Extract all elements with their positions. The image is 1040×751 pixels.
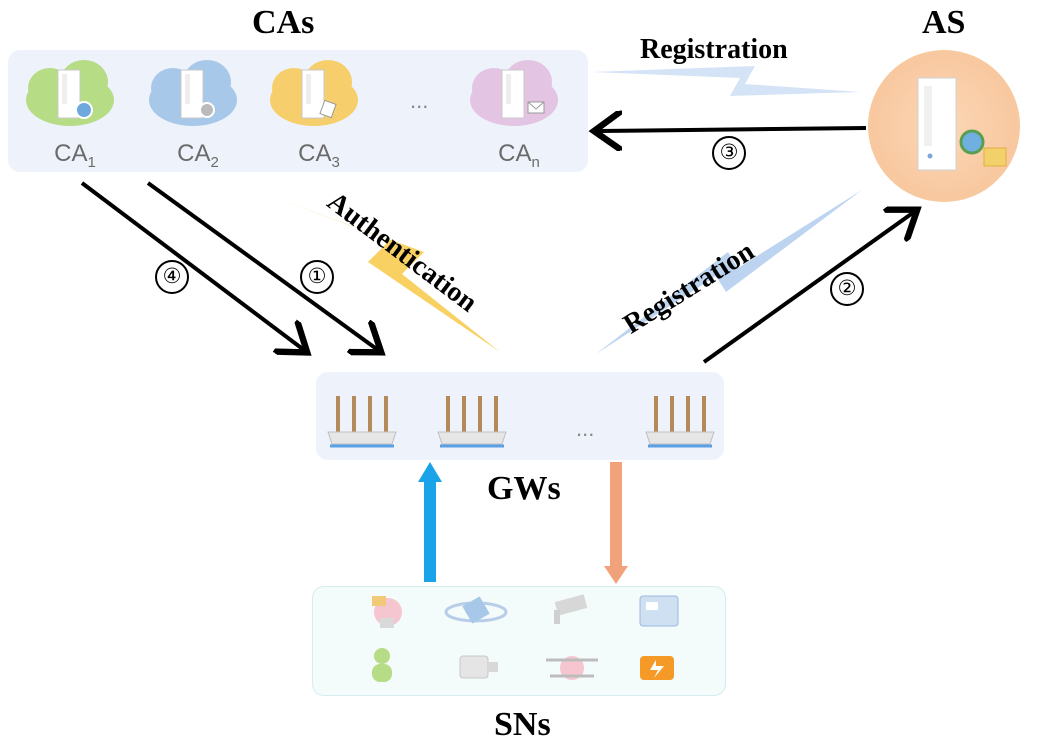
step-number-4: ④ [155,260,189,294]
step-number-1: ① [300,260,334,294]
downlink-arrow [604,462,628,584]
as-boxes-icon [983,147,1007,167]
arrow-step-3 [598,128,867,131]
server-icon [501,69,525,119]
server-icon [301,69,325,119]
engine-warning-icon [640,656,674,680]
uplink-arrow [418,462,442,582]
control-panel-icon [639,595,679,627]
registration-diagonal-bolt [596,190,862,354]
ca-node-3 [270,60,358,126]
document-icon [319,99,337,119]
gws-title: GWs [487,470,561,507]
ca-ellipsis: ... [410,88,429,113]
as-globe-icon [959,129,985,155]
ca-label-2: CA2 [177,140,219,171]
registration-top-label: Registration [640,34,788,65]
ca-label-3: CA3 [298,140,340,171]
arrow-step-2 [702,212,914,364]
step-number-2: ② [830,272,864,306]
robot-arm-icon [372,596,402,628]
as-server-icon [917,77,957,171]
ca-label-n: CAn [498,140,540,171]
ca-node-2 [149,60,237,126]
ca-node-1 [26,60,114,126]
ca-label-1: CA1 [54,140,96,171]
globe-icon [75,101,93,119]
router-icon-2 [437,396,507,448]
gateway-ellipsis: ... [576,416,595,441]
user-icon [372,648,392,682]
as-title: AS [922,4,966,41]
satellite-icon [444,596,508,624]
router-icon-n [645,396,715,448]
arrow-step-1 [146,181,378,350]
cas-title: CAs [252,4,315,41]
step-number-3: ③ [712,136,746,170]
server-icon [180,69,204,119]
registration-top-bolt [592,66,860,96]
envelope-icon [527,101,545,114]
motor-icon [459,655,498,679]
ca-node-n [470,60,558,126]
sns-title: SNs [494,706,551,743]
router-icon-1 [327,396,397,448]
drone-icon [546,656,598,680]
arrow-step-4 [80,181,304,350]
server-icon [57,69,81,119]
cctv-camera-icon [554,594,588,624]
gear-icon [199,102,215,118]
